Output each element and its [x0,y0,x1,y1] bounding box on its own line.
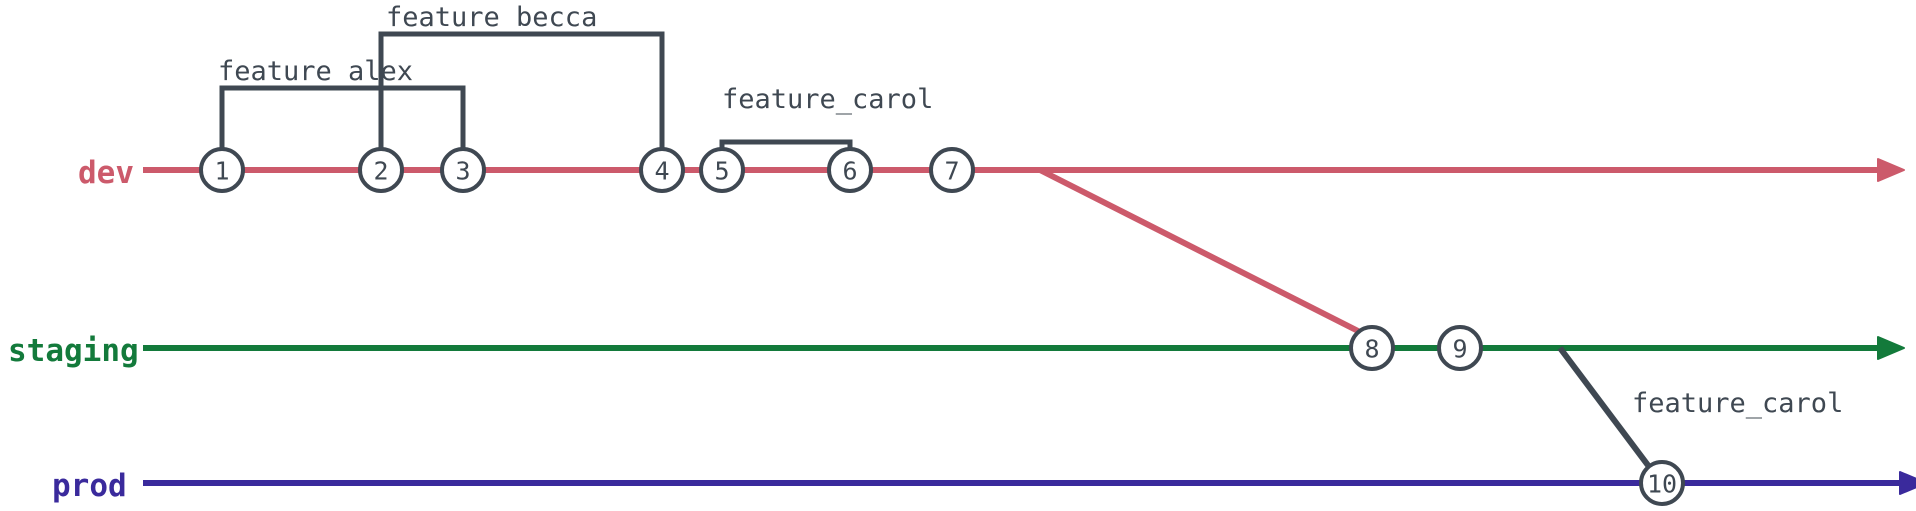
feature-label-feature_becca: feature_becca [386,2,597,33]
merge-edge-dev-to-staging-merge [1038,167,1362,335]
commit-number-1: 1 [214,157,229,186]
bracket-path-feature_alex [219,85,466,150]
commit-nodes-group: 1 2 3 4 5 6 7 8 9 10 [199,147,1685,506]
commit-number-7: 7 [944,157,959,186]
branch-lines-group [143,158,1916,495]
commit-node-1[interactable]: 1 [199,147,245,193]
commit-circle-5[interactable] [699,147,745,193]
commit-number-10: 10 [1647,470,1677,499]
commit-number-9: 9 [1452,335,1467,364]
merge-edges-group: feature_carol [1038,167,1843,470]
commit-node-3[interactable]: 3 [440,147,486,193]
branch-arrow-prod [1899,471,1916,495]
merge-edge-line-dev-to-staging-merge [1038,167,1362,335]
branch-line-dev [143,158,1905,182]
feature-bracket-feature_alex: feature_alex [218,56,466,150]
commit-circle-6[interactable] [827,147,873,193]
merge-edge-line-staging-to-prod-branch [1557,346,1653,470]
commit-circle-4[interactable] [639,147,685,193]
feature-label-feature_carol_dev: feature_carol [722,84,933,115]
feature-bracket-feature_becca: feature_becca [378,2,665,150]
commit-number-6: 6 [842,157,857,186]
branch-arrow-dev [1877,158,1905,182]
branch-arrow-staging [1877,336,1905,360]
feature-brackets-group: feature_alex feature_becca feature_carol [218,2,933,150]
commit-node-9[interactable]: 9 [1437,325,1483,371]
commit-node-5[interactable]: 5 [699,147,745,193]
bracket-path-feature_becca [378,31,665,150]
commit-circle-3[interactable] [440,147,486,193]
commit-number-8: 8 [1364,335,1379,364]
commit-number-5: 5 [714,157,729,186]
commit-node-10[interactable]: 10 [1639,460,1685,506]
commit-circle-2[interactable] [358,147,404,193]
commit-number-3: 3 [455,157,470,186]
commit-node-2[interactable]: 2 [358,147,404,193]
branch-label-dev: dev [78,155,134,191]
merge-edge-staging-to-prod-branch: feature_carol [1557,346,1843,470]
commit-circle-7[interactable] [929,147,975,193]
branch-labels-group: dev staging prod [8,155,139,504]
merge-edge-label-staging-to-prod-branch: feature_carol [1632,388,1843,419]
branch-label-prod: prod [52,468,127,504]
feature-bracket-feature_carol_dev: feature_carol [719,84,933,150]
branch-line-prod [143,471,1916,495]
commit-circle-1[interactable] [199,147,245,193]
commit-node-8[interactable]: 8 [1349,325,1395,371]
bracket-path-feature_carol_dev [719,139,853,150]
commit-circle-9[interactable] [1437,325,1483,371]
feature-label-feature_alex: feature_alex [218,56,413,87]
commit-node-4[interactable]: 4 [639,147,685,193]
branch-line-staging [143,336,1905,360]
branch-label-staging: staging [8,333,139,369]
commit-number-4: 4 [654,157,669,186]
commit-number-2: 2 [373,157,388,186]
commit-circle-10[interactable] [1639,460,1685,506]
commit-circle-8[interactable] [1349,325,1395,371]
commit-node-6[interactable]: 6 [827,147,873,193]
commit-node-7[interactable]: 7 [929,147,975,193]
